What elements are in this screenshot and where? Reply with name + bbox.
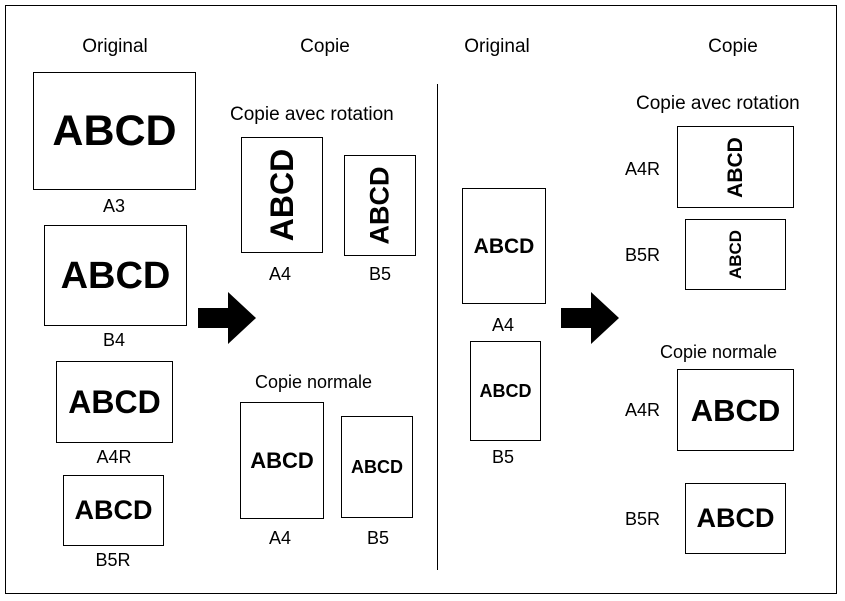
sample-text: ABCD xyxy=(250,447,314,473)
right-rotation-a4r-label: A4R xyxy=(625,159,661,179)
right-normal-b5r-label: B5R xyxy=(625,509,661,529)
right-rotation-copy-b5r: ABCD xyxy=(685,219,786,290)
left-original-a3: ABCD xyxy=(33,72,196,190)
left-normal-a4-label: A4 xyxy=(268,528,292,548)
sample-text: ABCD xyxy=(364,166,395,245)
left-header-copie: Copie xyxy=(300,36,350,57)
right-original-b5-label: B5 xyxy=(491,447,515,467)
diagram-frame xyxy=(5,5,837,594)
left-rotation-b5-label: B5 xyxy=(368,264,392,284)
right-original-a4: ABCD xyxy=(462,188,546,304)
sample-text: ABCD xyxy=(60,254,171,297)
section-divider xyxy=(437,84,438,570)
sample-text: ABCD xyxy=(725,229,745,280)
right-arrow-icon xyxy=(561,292,619,344)
left-original-b5r: ABCD xyxy=(63,475,164,546)
left-header-original: Original xyxy=(82,36,148,57)
left-normal-title: Copie normale xyxy=(255,372,373,392)
sample-text: ABCD xyxy=(52,106,177,155)
right-original-a4-label: A4 xyxy=(491,315,515,335)
sample-text: ABCD xyxy=(479,381,532,401)
right-header-original: Original xyxy=(464,36,530,57)
sample-text: ABCD xyxy=(723,136,747,198)
left-original-a4r: ABCD xyxy=(56,361,173,443)
sample-text: ABCD xyxy=(690,392,781,428)
right-rotation-title: Copie avec rotation xyxy=(636,93,800,114)
sample-text: ABCD xyxy=(264,148,300,242)
right-normal-a4r-label: A4R xyxy=(625,400,661,420)
left-original-b4: ABCD xyxy=(44,225,187,326)
sample-text: ABCD xyxy=(74,495,153,525)
sample-text: ABCD xyxy=(351,457,403,477)
right-normal-copy-b5r: ABCD xyxy=(685,483,786,554)
right-original-b5: ABCD xyxy=(470,341,541,441)
left-normal-b5-label: B5 xyxy=(366,528,390,548)
left-rotation-copy-b5: ABCD xyxy=(344,155,416,256)
sample-text: ABCD xyxy=(473,234,535,258)
left-normal-copy-a4: ABCD xyxy=(240,402,324,519)
right-normal-copy-a4r: ABCD xyxy=(677,369,794,451)
right-rotation-copy-a4r: ABCD xyxy=(677,126,794,208)
right-normal-title: Copie normale xyxy=(660,342,778,362)
right-header-copie: Copie xyxy=(708,36,758,57)
left-original-a3-label: A3 xyxy=(102,196,126,216)
left-rotation-title: Copie avec rotation xyxy=(230,104,394,125)
right-arrow-icon xyxy=(198,292,256,344)
left-rotation-copy-a4: ABCD xyxy=(241,137,323,253)
left-original-b5r-label: B5R xyxy=(95,550,131,570)
sample-text: ABCD xyxy=(68,384,161,420)
left-original-a4r-label: A4R xyxy=(96,447,132,467)
sample-text: ABCD xyxy=(696,503,775,533)
right-rotation-b5r-label: B5R xyxy=(625,245,661,265)
left-original-b4-label: B4 xyxy=(102,330,126,350)
left-rotation-a4-label: A4 xyxy=(268,264,292,284)
left-normal-copy-b5: ABCD xyxy=(341,416,413,518)
